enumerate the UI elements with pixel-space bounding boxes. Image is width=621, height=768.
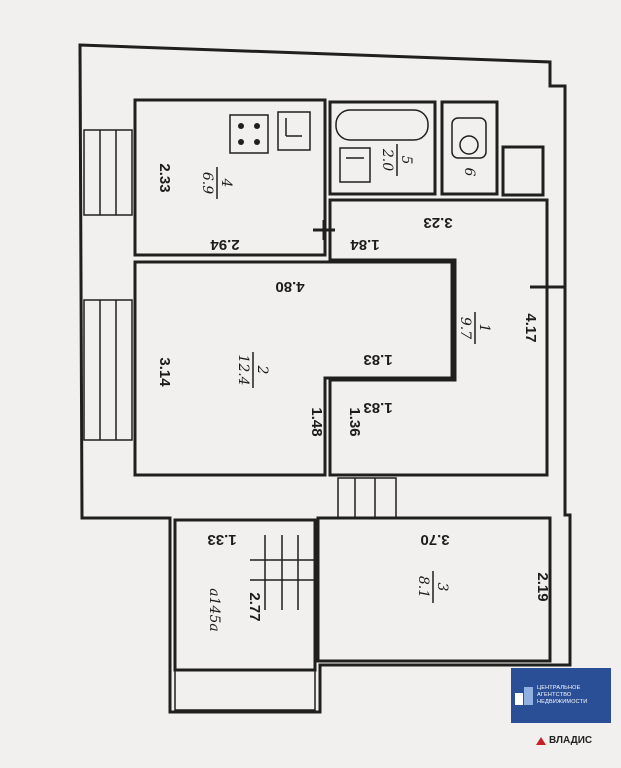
room-6-label: 6 [461, 168, 477, 177]
dim-1-36: 1.36 [346, 407, 363, 436]
room-2-label: 2 12.4 [235, 352, 270, 388]
toilet-icon [451, 117, 487, 159]
svg-text:2: 2 [254, 365, 270, 375]
dim-2-94: 2.94 [210, 236, 240, 253]
room-4-walls [133, 98, 327, 257]
outer-wall [78, 43, 572, 714]
logo-line-3: НЕДВИЖИМОСТИ [537, 699, 588, 705]
brand-house-icon [536, 736, 546, 745]
balcony-bottom [174, 669, 316, 711]
balcony-label: a145a [206, 588, 222, 631]
dim-2-19: 2.19 [534, 572, 551, 601]
dim-3-23: 3.23 [423, 214, 452, 231]
svg-text:6: 6 [461, 168, 477, 177]
svg-text:3: 3 [434, 583, 450, 592]
svg-text:4: 4 [218, 178, 234, 188]
dim-1-83-b: 1.83 [363, 399, 392, 416]
logo-line-2: АГЕНТСТВО [537, 692, 572, 698]
window-middle [83, 299, 133, 441]
svg-text:12.4: 12.4 [235, 354, 251, 385]
room-4-label: 4 6.9 [199, 167, 234, 199]
stove-icon [229, 114, 269, 154]
dim-1-48: 1.48 [308, 407, 325, 436]
dim-2-33: 2.33 [156, 163, 173, 192]
balcony-walls [173, 518, 317, 672]
room-2-walls [133, 260, 454, 477]
dim-3-70: 3.70 [420, 531, 449, 548]
dim-1-83-a: 1.83 [363, 351, 392, 368]
logo-line-1: ЦЕНТРАЛЬНОЕ [537, 685, 581, 691]
svg-text:1: 1 [476, 324, 492, 333]
dim-1-84: 1.84 [350, 236, 380, 253]
sink-icon [277, 111, 311, 151]
brand-name: ВЛАДИС [549, 735, 593, 746]
room-3-walls [316, 516, 552, 663]
dim-4-80: 4.80 [275, 278, 304, 295]
room-6-walls [440, 100, 499, 196]
dim-2-77: 2.77 [246, 592, 263, 621]
brand-mark: ВЛАДИС [536, 735, 592, 746]
room-1-label: 1 9.7 [457, 312, 492, 344]
door-ticks [313, 220, 565, 296]
dim-1-33: 1.33 [207, 531, 236, 548]
svg-text:9.7: 9.7 [457, 317, 473, 339]
dim-4-17: 4.17 [522, 313, 539, 342]
shaft [501, 145, 545, 197]
svg-text:8.1: 8.1 [415, 576, 431, 598]
svg-text:6.9: 6.9 [199, 172, 215, 194]
agency-logo-mark-icon [515, 686, 533, 705]
svg-text:5: 5 [398, 156, 414, 165]
room-3-label: 3 8.1 [415, 571, 450, 603]
svg-text:2.0: 2.0 [379, 148, 395, 171]
bathtub-icon [335, 109, 429, 183]
room-5-walls [328, 100, 437, 196]
agency-logo: ЦЕНТРАЛЬНОЕ АГЕНТСТВО НЕДВИЖИМОСТИ [511, 668, 611, 723]
stair-treads [250, 535, 315, 610]
doorway-room-3 [337, 477, 397, 519]
window-top [83, 129, 133, 216]
room-5-label: 5 2.0 [379, 144, 414, 176]
dim-3-14: 3.14 [156, 357, 173, 387]
agency-logo-text: ЦЕНТРАЛЬНОЕ АГЕНТСТВО НЕДВИЖИМОСТИ [537, 685, 587, 706]
